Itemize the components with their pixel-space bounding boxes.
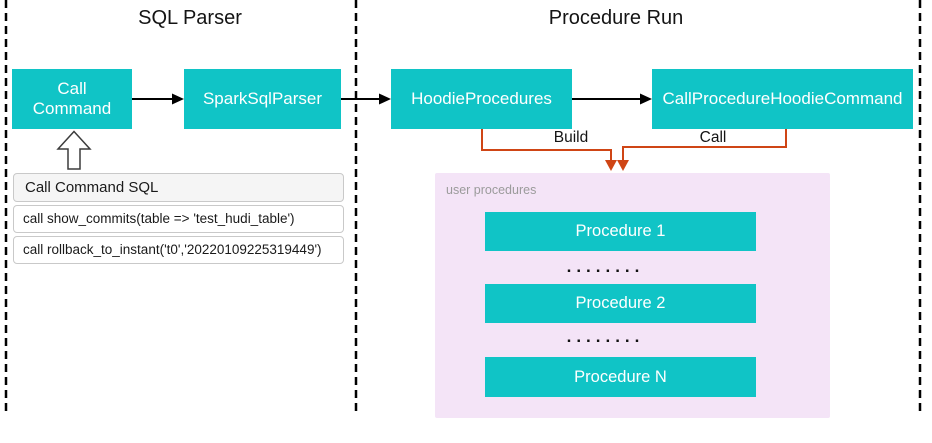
node-callprocedurehoodiecommand: CallProcedureHoodieCommand bbox=[652, 69, 913, 129]
node-call-command: Call Command bbox=[12, 69, 132, 129]
section-title-sql-parser: SQL Parser bbox=[138, 7, 242, 29]
node-procedure-2-label: Procedure 2 bbox=[575, 294, 666, 312]
ellipsis-separator: ........ bbox=[566, 257, 645, 276]
node-hoodieprocedures: HoodieProcedures bbox=[391, 69, 572, 129]
section-title-procedure-run: Procedure Run bbox=[548, 7, 684, 29]
user-procedures-container: user procedures Procedure 1 ........ Pro… bbox=[435, 173, 830, 418]
node-callprocedurehoodiecommand-label: CallProcedureHoodieCommand bbox=[662, 89, 903, 108]
arrow-hoodieprocedures-to-callprocedurehoodiecommand bbox=[572, 93, 652, 105]
node-sparksqlparser-label: SparkSqlParser bbox=[202, 89, 323, 108]
sql-table-header: Call Command SQL bbox=[13, 173, 344, 202]
node-procedure-1-label: Procedure 1 bbox=[575, 222, 666, 240]
call-command-sql-table: Call Command SQL call show_commits(table… bbox=[13, 173, 344, 264]
node-procedure-n: Procedure N bbox=[485, 357, 756, 397]
node-procedure-2: Procedure 2 bbox=[485, 284, 756, 323]
hollow-up-arrow bbox=[56, 130, 92, 170]
sql-table-row: call show_commits(table => 'test_hudi_ta… bbox=[13, 205, 344, 233]
node-call-command-label: Call Command bbox=[32, 79, 112, 118]
node-procedure-1: Procedure 1 bbox=[485, 212, 756, 251]
arrow-callcommand-to-sparksqlparser bbox=[132, 93, 184, 105]
node-procedure-n-label: Procedure N bbox=[574, 367, 667, 386]
edge-label-call: Call bbox=[699, 129, 727, 146]
edge-label-build: Build bbox=[553, 129, 589, 146]
arrow-sparksqlparser-to-hoodieprocedures bbox=[341, 93, 391, 105]
user-procedures-label: user procedures bbox=[446, 183, 537, 197]
ellipsis-separator: ........ bbox=[566, 327, 645, 346]
node-sparksqlparser: SparkSqlParser bbox=[184, 69, 341, 129]
sql-table-row: call rollback_to_instant('t0','202201092… bbox=[13, 236, 344, 264]
node-hoodieprocedures-label: HoodieProcedures bbox=[411, 89, 552, 108]
